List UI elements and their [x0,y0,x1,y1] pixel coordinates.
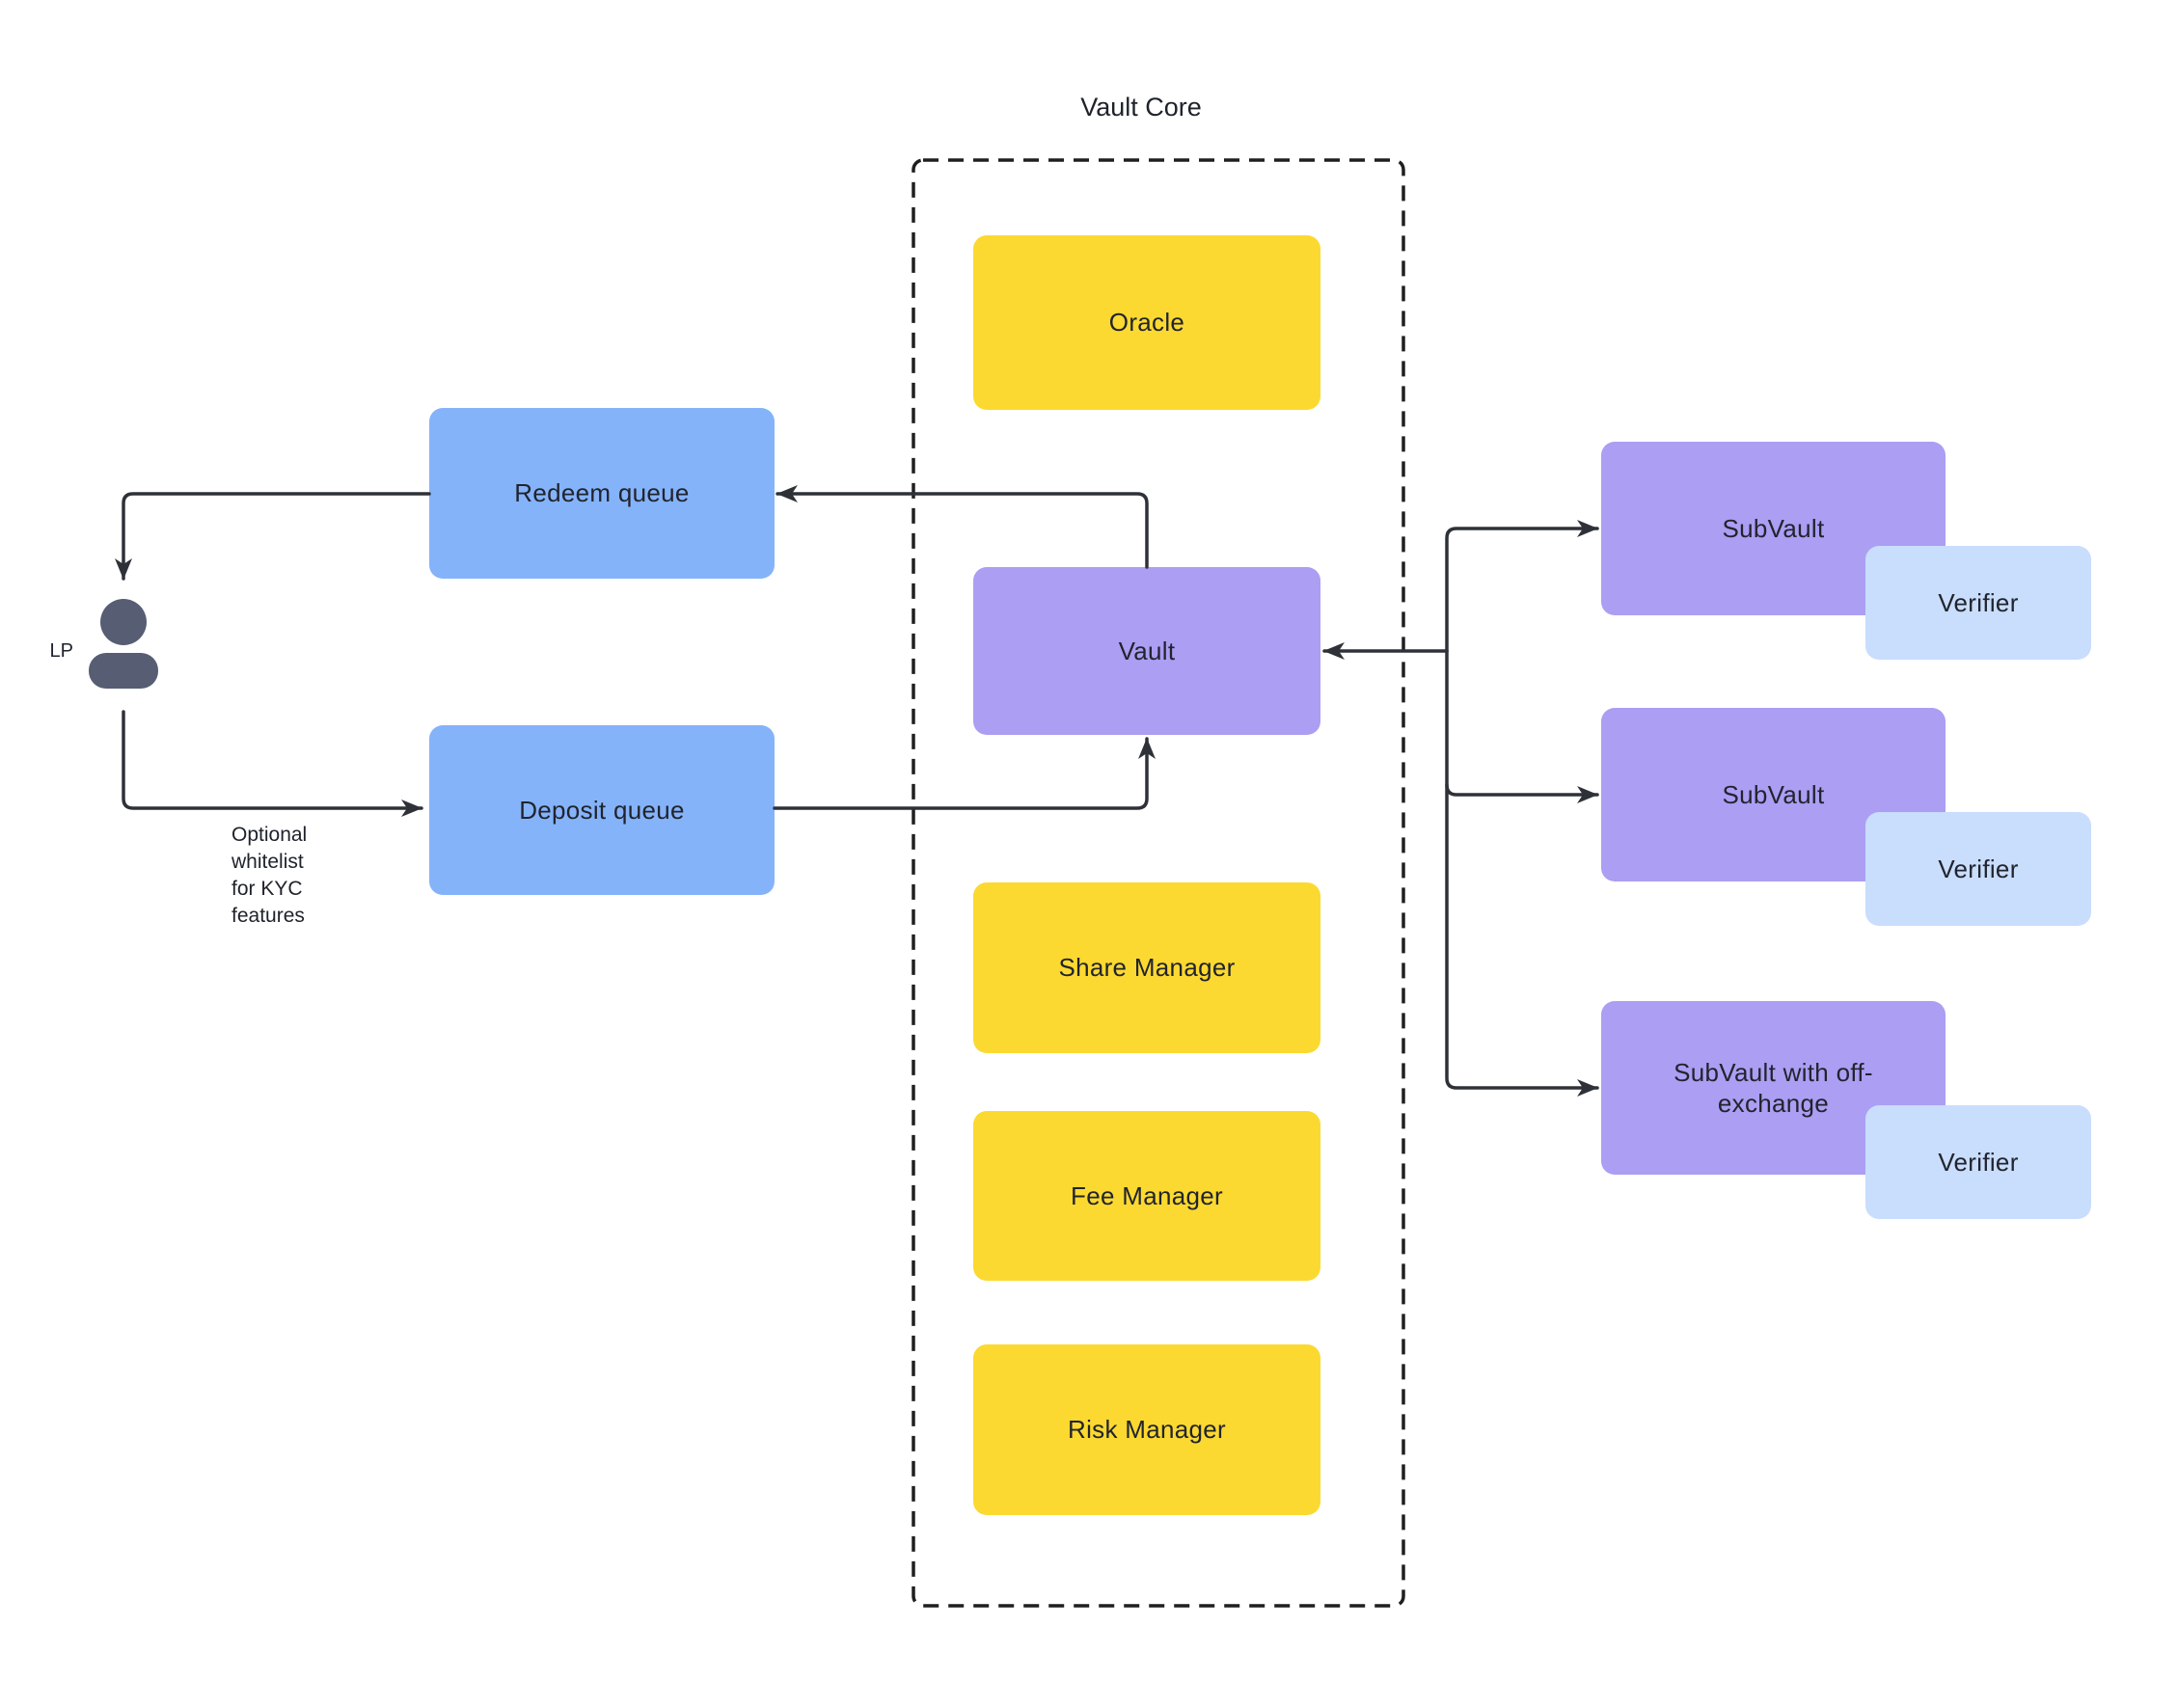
verifier-offexchange-box: Verifier [1865,1105,2091,1219]
redeem-queue-box: Redeem queue [429,408,775,579]
arrow-redeem-queue-to-lp [115,492,431,581]
kyc-whitelist-note: Optional whitelist for KYC features [231,824,308,927]
deposit-queue-box: Deposit queue [429,725,775,895]
arrow-to-subvault-middle [1445,783,1599,803]
vault-core-title: Vault Core [1080,93,1202,122]
oracle-box: Oracle [973,235,1320,410]
verifier-top-box: Verifier [1865,546,2091,660]
verifier-middle-box: Verifier [1865,812,2091,926]
arrow-to-subvault-top [1445,520,1599,653]
risk-manager-box: Risk Manager [973,1344,1320,1515]
arrow-to-subvault-offexchange [1445,649,1599,1097]
share-manager-box: Share Manager [973,882,1320,1053]
lp-person-icon [89,599,158,689]
lp-label: LP [49,640,73,662]
arrow-lp-to-deposit-queue [122,710,423,817]
arrow-vault-to-redeem-queue [776,485,1149,569]
arrow-deposit-queue-to-vault [773,737,1156,810]
fee-manager-box: Fee Manager [973,1111,1320,1281]
vault-box: Vault [973,567,1320,735]
